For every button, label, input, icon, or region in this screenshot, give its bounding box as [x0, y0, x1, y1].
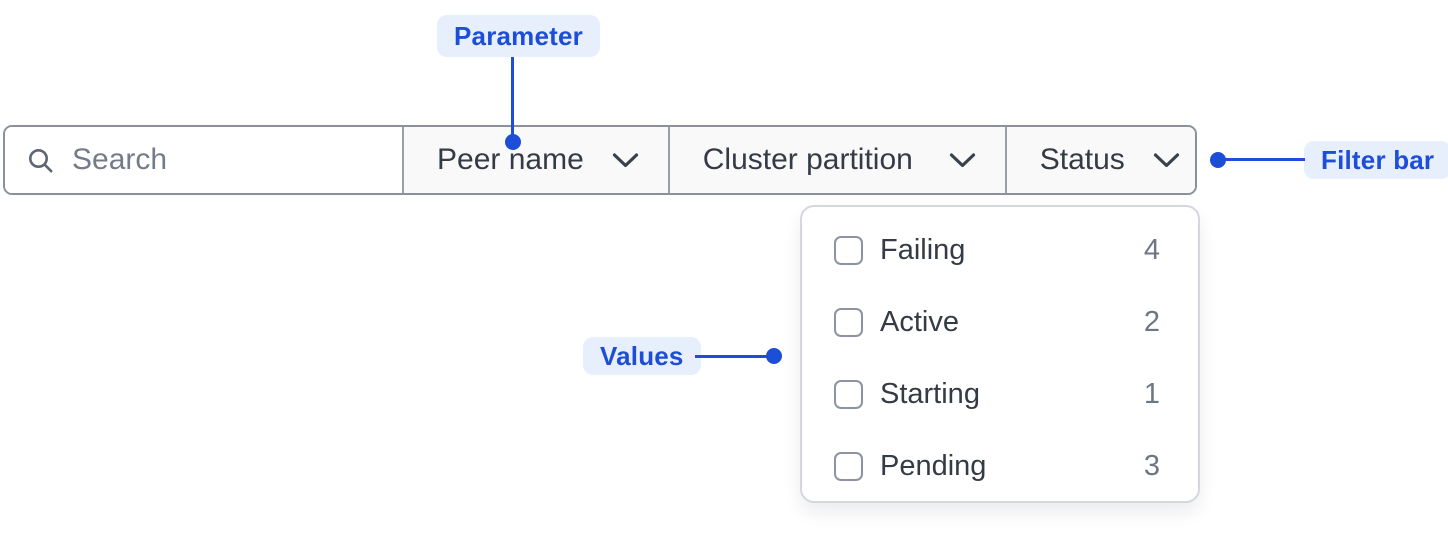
menu-item-active[interactable]: Active 2: [834, 286, 1160, 358]
menu-item-label: Pending: [880, 449, 987, 482]
dropdown-peer-name[interactable]: Peer name: [404, 127, 670, 193]
parameter-annotation-badge: Parameter: [437, 15, 600, 57]
menu-item-count: 4: [1143, 233, 1160, 266]
menu-item-label: Starting: [880, 377, 980, 410]
chevron-down-icon: [1153, 152, 1180, 169]
parameter-connector-line: [511, 57, 514, 142]
status-values-menu: Failing 4 Active 2 Starting 1 Pending 3: [800, 205, 1200, 503]
search-icon: [29, 148, 53, 173]
checkbox-starting[interactable]: [834, 379, 863, 409]
checkbox-active[interactable]: [834, 307, 863, 337]
search-field[interactable]: [5, 127, 404, 193]
menu-item-starting[interactable]: Starting 1: [834, 358, 1160, 430]
search-input[interactable]: [72, 143, 386, 177]
dropdown-status[interactable]: Status: [1006, 127, 1195, 193]
values-connector-line: [695, 355, 772, 358]
parameter-connector-dot: [505, 134, 521, 150]
menu-item-count: 1: [1143, 377, 1160, 410]
menu-item-pending[interactable]: Pending 3: [834, 430, 1160, 502]
dropdown-status-label: Status: [1039, 143, 1125, 176]
values-connector-dot: [766, 348, 782, 364]
filter-bar: Peer name Cluster partition Status: [3, 125, 1197, 195]
dropdown-cluster-partition-label: Cluster partition: [702, 143, 913, 176]
menu-item-label: Active: [880, 305, 959, 338]
menu-item-count: 2: [1143, 305, 1160, 338]
checkbox-pending[interactable]: [834, 451, 863, 481]
filter-bar-connector-line: [1218, 158, 1305, 161]
dropdown-cluster-partition[interactable]: Cluster partition: [669, 127, 1007, 193]
chevron-down-icon: [949, 152, 976, 169]
chevron-down-icon: [612, 152, 639, 169]
values-annotation-badge: Values: [583, 337, 701, 375]
filter-bar-annotation-badge: Filter bar: [1304, 141, 1448, 179]
filter-bar-connector-dot: [1210, 152, 1226, 168]
menu-item-count: 3: [1143, 449, 1160, 482]
menu-item-label: Failing: [880, 233, 966, 266]
checkbox-failing[interactable]: [834, 235, 863, 265]
menu-item-failing[interactable]: Failing 4: [834, 214, 1160, 286]
